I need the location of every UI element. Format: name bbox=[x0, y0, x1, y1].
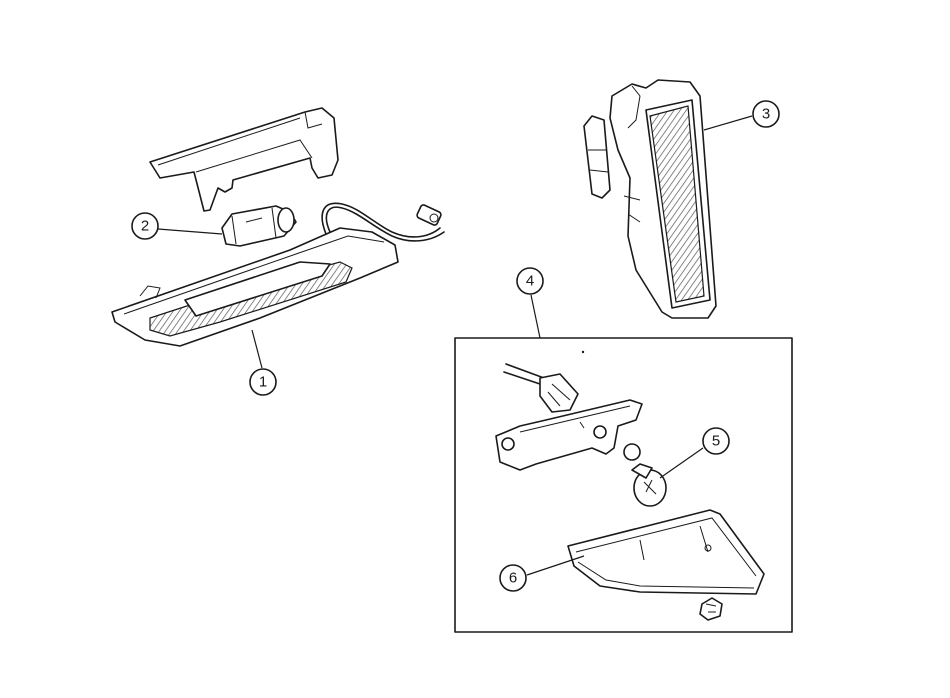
svg-text:5: 5 bbox=[712, 433, 720, 450]
wedge-bulb bbox=[631, 463, 667, 507]
svg-text:6: 6 bbox=[509, 570, 517, 587]
stop-lamp-housing bbox=[111, 202, 445, 347]
svg-text:2: 2 bbox=[141, 218, 149, 235]
bulb-socket-wire bbox=[503, 363, 579, 413]
retaining-screw bbox=[699, 597, 723, 621]
callout-1: 1 bbox=[249, 368, 277, 396]
festoon-bulb bbox=[221, 205, 297, 247]
lamp-lens bbox=[567, 509, 765, 595]
callout-6: 6 bbox=[499, 564, 527, 592]
svg-text:1: 1 bbox=[259, 374, 267, 391]
lamp-bracket bbox=[495, 399, 643, 471]
callout-5: 5 bbox=[702, 427, 730, 455]
svg-text:3: 3 bbox=[762, 106, 770, 123]
callout-4: 4 bbox=[516, 267, 544, 295]
side-marker-lamp bbox=[583, 79, 717, 319]
lamp-cover-plate bbox=[149, 107, 339, 212]
svg-text:4: 4 bbox=[526, 273, 534, 290]
callout-3: 3 bbox=[752, 100, 780, 128]
exploded-view-frame bbox=[454, 337, 793, 633]
callout-2: 2 bbox=[131, 212, 159, 240]
leader-lines bbox=[157, 115, 753, 576]
